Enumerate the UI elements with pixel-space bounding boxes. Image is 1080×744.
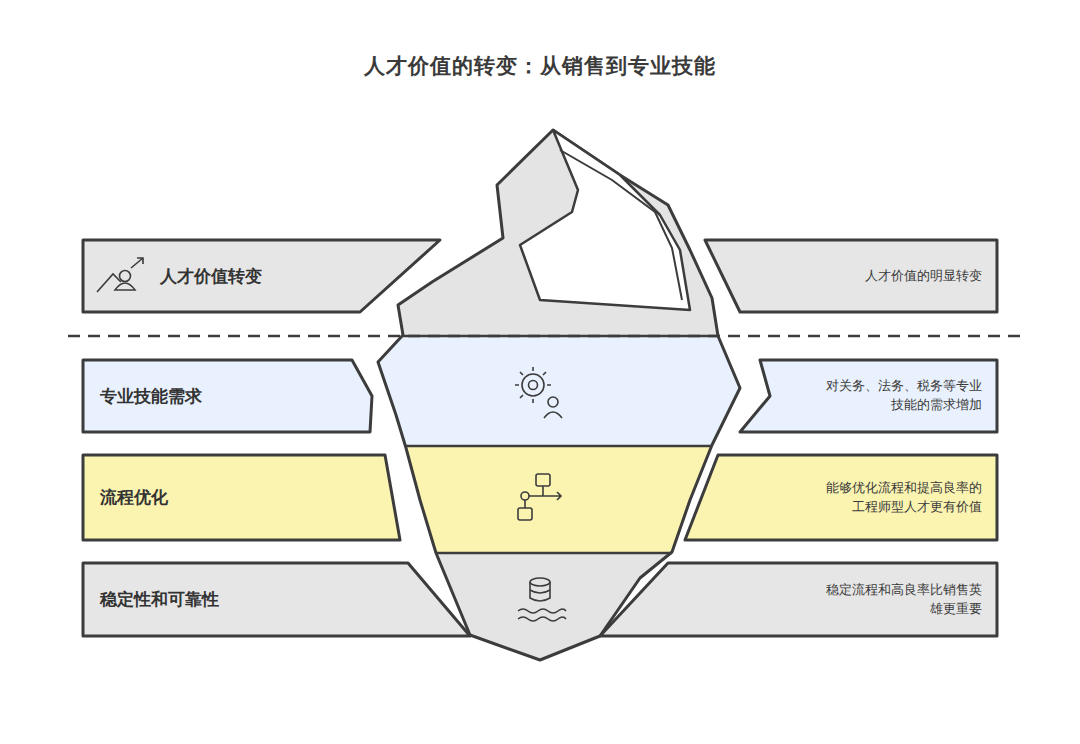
berg-top [360,120,760,336]
row-description: 对关务、法务、税务等专业技能的需求增加 [824,377,982,415]
panel-outline [740,360,997,432]
skills-icon [515,367,562,418]
row-label-panel: 人才价值转变 [83,240,440,312]
panel-outline [600,563,997,636]
row-label: 稳定性和可靠性 [100,588,219,611]
person-growth-icon [97,258,143,292]
panel-outline [685,455,997,540]
row-description-panel: 人才价值的明显转变 [705,240,997,312]
ridge-line [560,150,682,300]
row-description-panel: 能够优化流程和提高良率的工程师型人才更有价值 [685,455,997,540]
row-description-panel: 对关务、法务、税务等专业技能的需求增加 [740,360,997,432]
row-label: 人才价值转变 [160,265,262,288]
waterline [68,335,1022,338]
band-line [436,552,672,555]
row-label-panel: 专业技能需求 [83,360,370,432]
row-label-panel: 稳定性和可靠性 [83,563,470,636]
band-line [406,445,712,448]
row-label: 流程优化 [100,486,168,509]
snow-cap [520,130,690,310]
row-label: 专业技能需求 [100,385,202,408]
row-description: 人才价值的明显转变 [824,267,982,286]
row-description: 能够优化流程和提高良率的工程师型人才更有价值 [824,479,982,517]
row-label-panel: 流程优化 [83,455,400,540]
flow-icon [518,474,561,520]
database-icon [518,578,566,621]
diagram-title: 人才价值的转变：从销售到专业技能 [0,52,1080,80]
row-description-panel: 稳定流程和高良率比销售英雄更重要 [600,563,997,636]
band-blue [360,336,760,446]
row-description: 稳定流程和高良率比销售英雄更重要 [824,581,982,619]
